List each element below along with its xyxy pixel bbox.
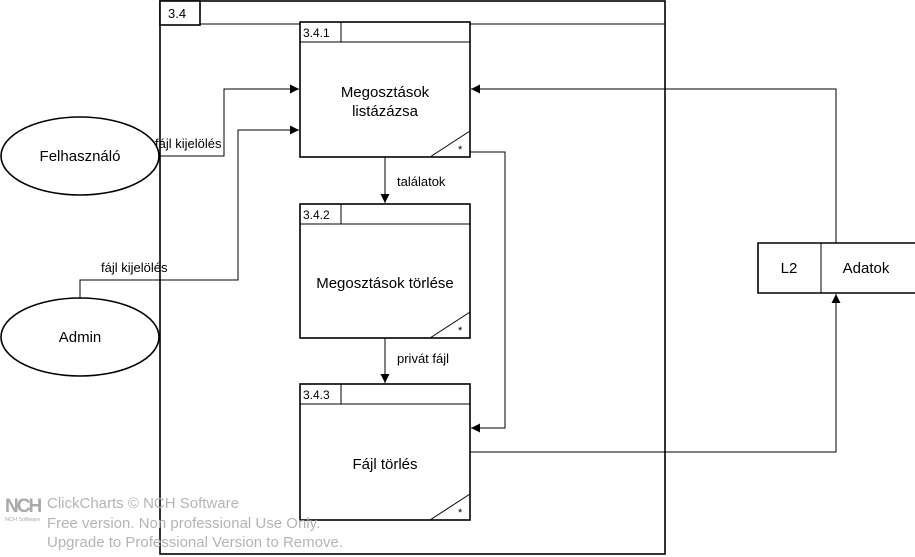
process-id: 3.4.2: [303, 208, 330, 222]
watermark-line-2: Free version. Non professional Use Only.: [47, 515, 321, 532]
process-box[interactable]: [299, 383, 471, 521]
watermark-line-3: Upgrade to Professional Version to Remov…: [47, 534, 343, 551]
watermark-line-1: ClickCharts © NCH Software: [47, 495, 239, 512]
process-title: Fájl törlés: [352, 456, 417, 473]
process-3-4-1[interactable]: 3.4.1 Megosztások listázázsa *: [299, 21, 471, 158]
flow-label-user-select: fájl kijelölés: [155, 136, 222, 151]
process-corner-mark: [429, 311, 471, 339]
process-marker: *: [458, 144, 463, 156]
process-title: Megosztások törlése: [316, 275, 454, 292]
nch-logo-icon: NCH NCH Software: [5, 496, 43, 523]
process-corner-mark: [429, 493, 471, 521]
process-title-line1: Megosztások: [341, 84, 430, 101]
flow-listing-to-delete[interactable]: [470, 151, 506, 433]
process-marker: *: [458, 325, 463, 337]
flow-delete-to-datastore[interactable]: [470, 294, 841, 453]
process-marker: *: [458, 507, 463, 519]
entity-admin[interactable]: Admin: [0, 297, 160, 377]
process-id: 3.4.1: [303, 26, 330, 40]
process-id: 3.4.3: [303, 388, 330, 402]
flow-label-results: találatok: [397, 174, 446, 189]
entity-label: Admin: [59, 329, 102, 346]
process-title-line2: listázázsa: [352, 103, 419, 120]
process-box[interactable]: [299, 21, 471, 158]
flow-user-select[interactable]: [158, 84, 299, 157]
flow-admin-select[interactable]: [79, 125, 299, 298]
entity-label: Felhasználó: [40, 148, 121, 165]
nch-logo-subtext: NCH Software: [5, 517, 40, 523]
process-corner-mark: [429, 130, 471, 158]
datastore-name: Adatok: [843, 260, 890, 277]
datastore-l2[interactable]: L2 Adatok: [757, 242, 915, 294]
nch-logo-text: NCH: [5, 496, 41, 517]
flow-label-admin-select: fájl kijelölés: [101, 260, 168, 275]
datastore-id: L2: [781, 260, 798, 277]
frame-id: 3.4: [168, 6, 186, 21]
flow-datastore-to-listing[interactable]: [471, 84, 837, 243]
process-3-4-2[interactable]: 3.4.2 Megosztások törlése *: [299, 203, 471, 339]
frame-id-box: [159, 0, 201, 26]
entity-felhasznalo[interactable]: Felhasználó: [0, 116, 160, 196]
process-3-4-3[interactable]: 3.4.3 Fájl törlés *: [299, 383, 471, 521]
flow-label-private-file: privát fájl: [397, 351, 449, 366]
